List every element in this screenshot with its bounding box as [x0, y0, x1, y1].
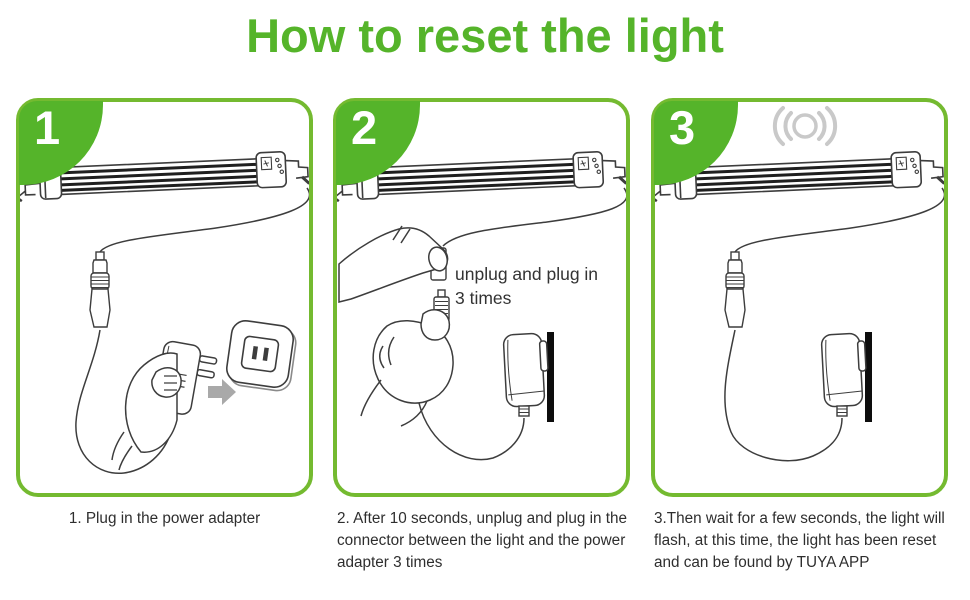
- power-adapter-on-wall: [820, 331, 873, 423]
- step-number-badge-1: 1: [19, 101, 103, 185]
- wall-socket: [225, 319, 297, 392]
- step-panel-2: 2 unplug and plug in 3 times: [333, 98, 630, 497]
- power-cable: [418, 402, 525, 461]
- page-title: How to reset the light: [246, 9, 724, 62]
- step-3-illustration: [655, 106, 944, 462]
- power-cable: [724, 329, 843, 462]
- signal-icon: [772, 106, 838, 146]
- power-cable: [99, 187, 309, 253]
- annotation-line-2: 3 times: [455, 288, 512, 308]
- step-number-1: 1: [34, 101, 61, 154]
- step-panel-3: 3: [651, 98, 948, 497]
- step-panel-1: 1: [16, 98, 313, 497]
- step-2-illustration: [337, 149, 626, 461]
- step-number-badge-2: 2: [336, 101, 420, 185]
- step-number-3: 3: [669, 101, 696, 154]
- arrow-right-icon: [208, 379, 236, 405]
- power-cable: [442, 187, 626, 247]
- power-adapter-on-wall: [502, 331, 555, 423]
- power-cable: [734, 187, 944, 253]
- step-caption-3: 3.Then wait for a few seconds, the light…: [654, 510, 945, 571]
- hand-upper: [338, 225, 449, 303]
- hand: [111, 352, 182, 471]
- step-1-illustration: [20, 149, 309, 474]
- unplug-annotation: unplug and plug in 3 times: [455, 262, 598, 310]
- annotation-line-1: unplug and plug in: [455, 264, 599, 284]
- step-caption-2: 2. After 10 seconds, unplug and plug in …: [337, 510, 628, 571]
- cable-connector: [89, 251, 111, 328]
- step-caption-1: 1. Plug in the power adapter: [68, 510, 261, 527]
- cable-connector: [724, 251, 746, 328]
- hand-lower: [360, 309, 454, 427]
- step-number-2: 2: [351, 101, 378, 154]
